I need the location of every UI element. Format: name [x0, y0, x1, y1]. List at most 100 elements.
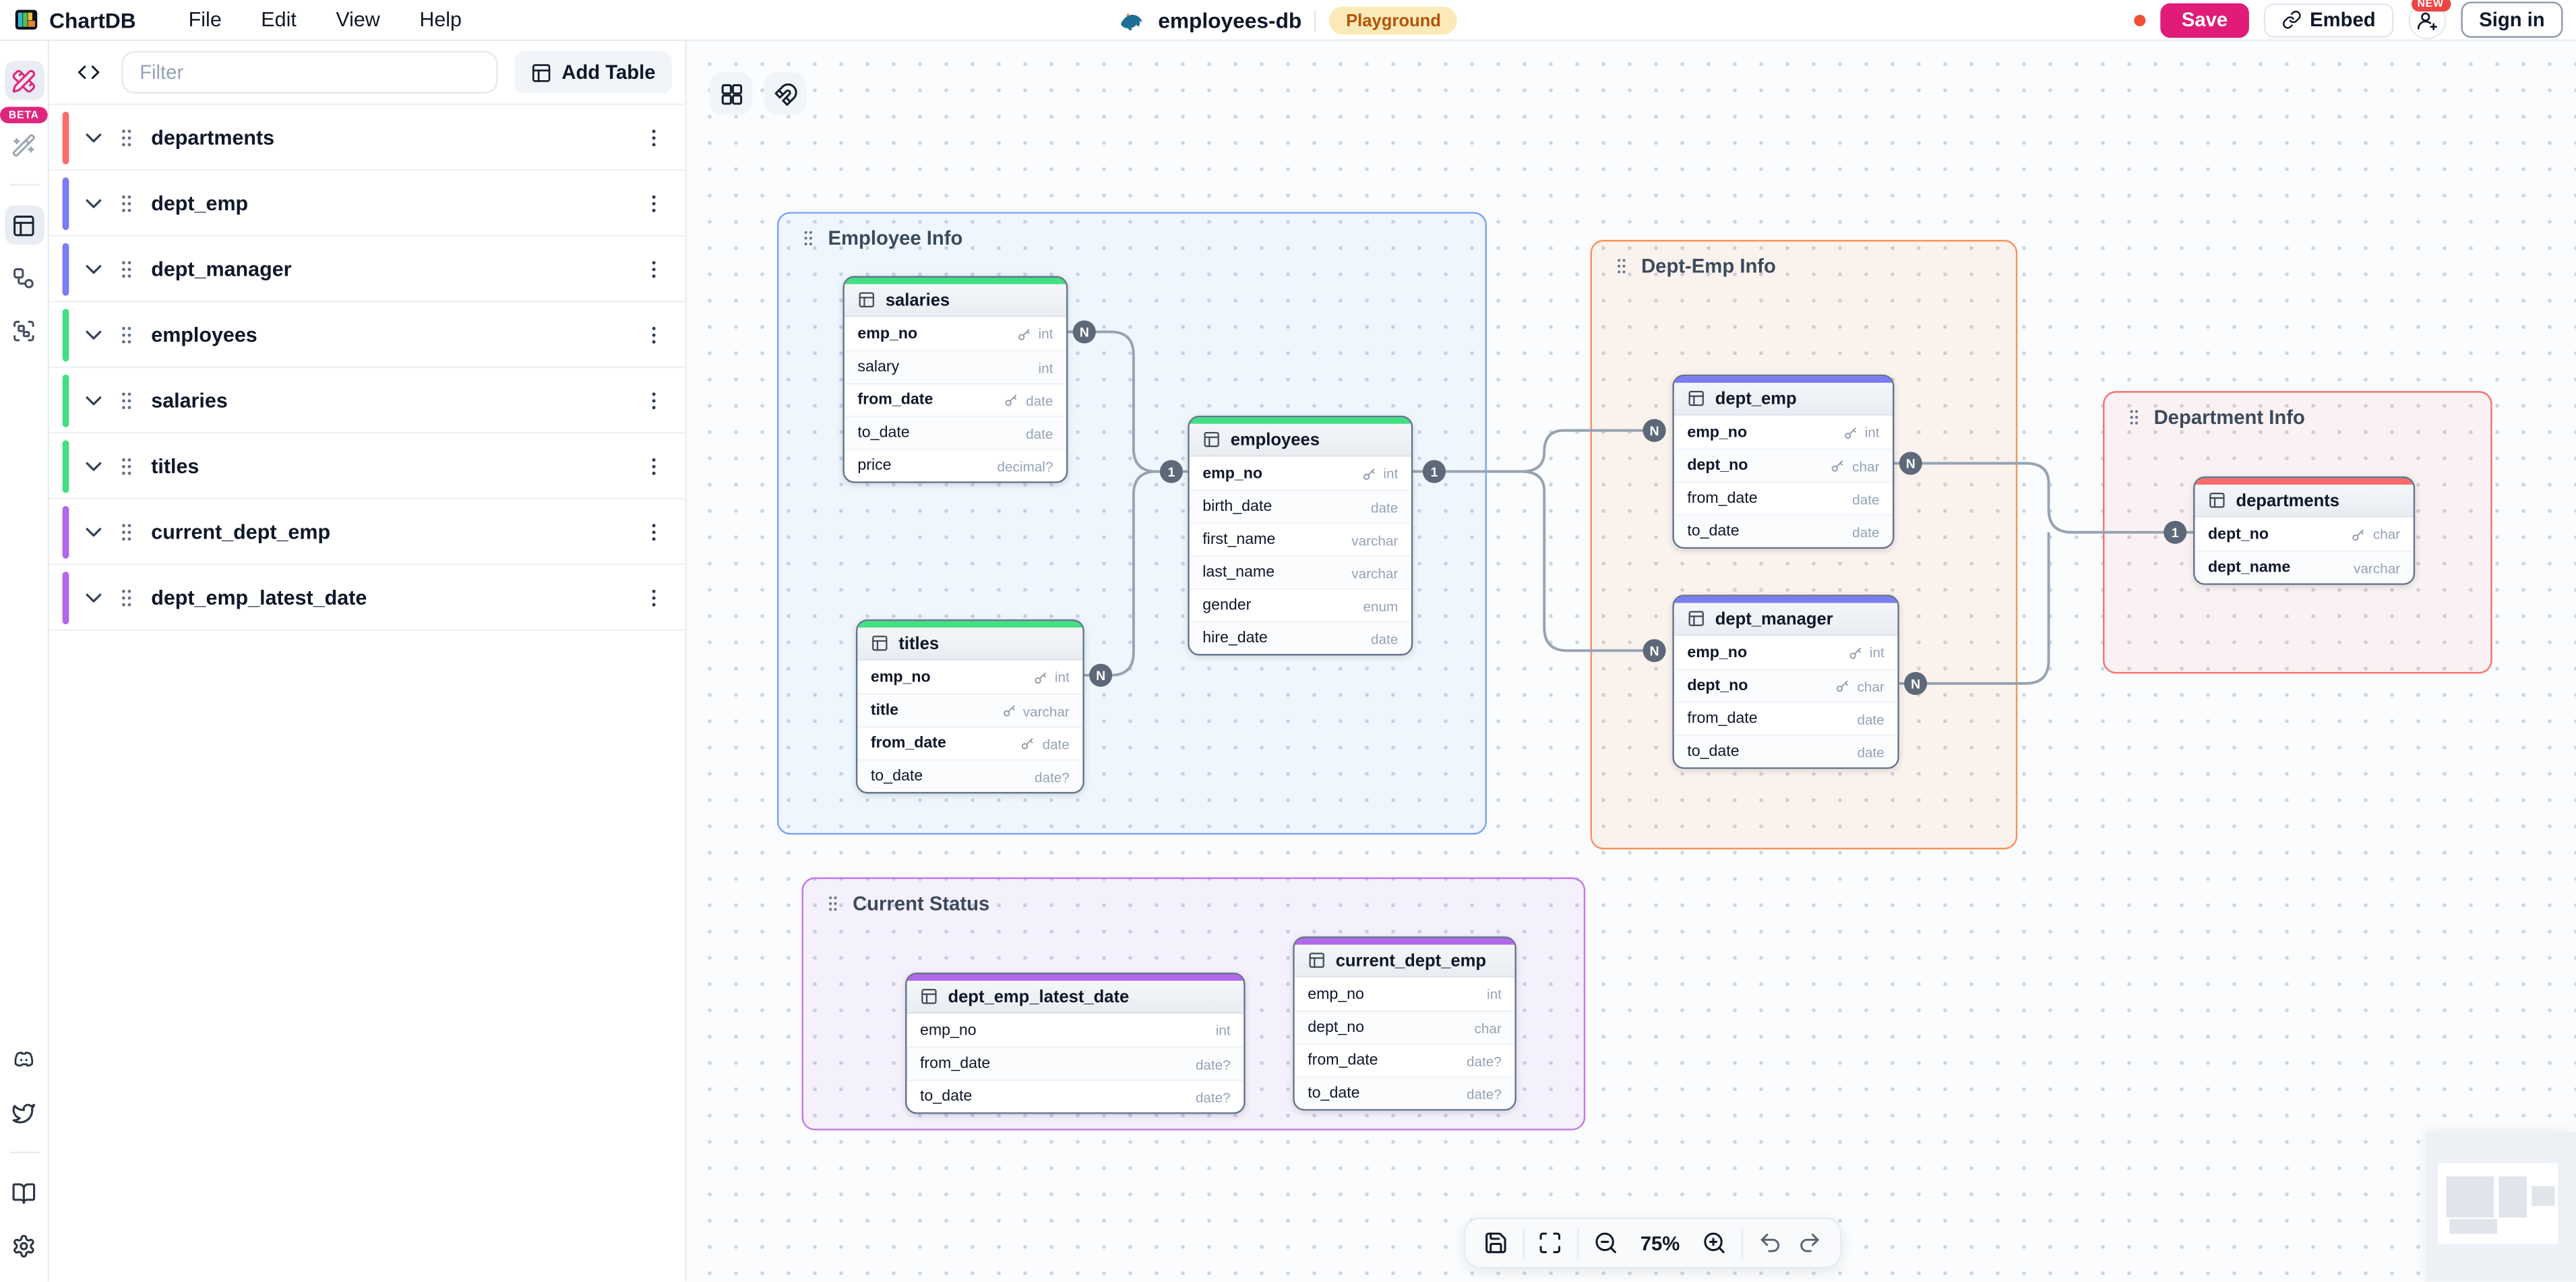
fit-view-button[interactable]: [1537, 1228, 1564, 1258]
field-row-emp-no[interactable]: emp_no int: [844, 317, 1066, 350]
snap-magnet-button[interactable]: [764, 72, 807, 115]
field-row-from-date[interactable]: from_date date?: [1294, 1043, 1515, 1076]
field-row-birth-date[interactable]: birth_date date: [1189, 489, 1411, 523]
table-header[interactable]: employees: [1189, 423, 1411, 457]
areas-panel-button[interactable]: [4, 311, 44, 350]
field-row-emp-no[interactable]: emp_no int: [907, 1013, 1244, 1047]
table-menu-button[interactable]: [642, 323, 665, 346]
canvas[interactable]: Employee Info Dept-Emp Info Department I…: [686, 40, 2576, 1282]
table-header[interactable]: dept_emp: [1674, 382, 1893, 416]
field-row-dept-no[interactable]: dept_no char: [1674, 669, 1898, 702]
sidebar-table-row-employees[interactable]: employees: [49, 302, 685, 368]
sidebar-table-row-titles[interactable]: titles: [49, 433, 685, 499]
chevron-down-icon[interactable]: [80, 322, 106, 348]
table-header[interactable]: dept_emp_latest_date: [907, 981, 1244, 1014]
chevron-down-icon[interactable]: [80, 584, 106, 611]
save-diagram-button[interactable]: [1482, 1228, 1509, 1258]
zoom-level-button[interactable]: 75%: [1632, 1231, 1688, 1254]
drag-handle-icon[interactable]: [115, 454, 138, 477]
zoom-in-button[interactable]: [1701, 1228, 1728, 1258]
table-menu-button[interactable]: [642, 257, 665, 280]
relationships-panel-button[interactable]: [4, 258, 44, 298]
diagram-editor-button[interactable]: [4, 61, 44, 100]
sidebar-table-row-dept-manager[interactable]: dept_manager: [49, 237, 685, 303]
table-menu-button[interactable]: [642, 520, 665, 543]
minimap[interactable]: [2426, 1132, 2576, 1282]
table-node-current-dept-emp[interactable]: current_dept_emp emp_no int dept_no char…: [1293, 936, 1516, 1111]
twitter-link-button[interactable]: [4, 1093, 44, 1132]
field-row-from-date[interactable]: from_date date: [844, 382, 1066, 416]
menu-file[interactable]: File: [172, 3, 238, 36]
field-row-to-date[interactable]: to_date date: [1674, 734, 1898, 768]
field-row-emp-no[interactable]: emp_no int: [1294, 977, 1515, 1011]
table-header[interactable]: departments: [2195, 485, 2414, 518]
table-node-dept-manager[interactable]: dept_manager emp_no int dept_no char fro…: [1672, 594, 1899, 769]
table-node-titles[interactable]: titles emp_no int title varchar from_dat…: [855, 619, 1084, 794]
table-header[interactable]: titles: [857, 628, 1083, 661]
field-row-dept-name[interactable]: dept_name varchar: [2195, 550, 2414, 584]
drag-handle-icon[interactable]: [2124, 408, 2144, 427]
invite-user-button[interactable]: NEW: [2408, 0, 2451, 39]
table-menu-button[interactable]: [642, 454, 665, 477]
field-row-salary[interactable]: salary int: [844, 350, 1066, 383]
add-table-button[interactable]: Add Table: [514, 51, 672, 94]
field-row-from-date[interactable]: from_date date: [857, 726, 1083, 760]
menu-view[interactable]: View: [319, 3, 396, 36]
diagram-title[interactable]: employees-db: [1158, 8, 1302, 33]
table-header[interactable]: salaries: [844, 284, 1066, 317]
drag-handle-icon[interactable]: [115, 125, 138, 148]
table-node-salaries[interactable]: salaries emp_no int salary int from_date…: [842, 276, 1068, 483]
drag-handle-icon[interactable]: [115, 586, 138, 609]
drag-handle-icon[interactable]: [115, 520, 138, 543]
drag-handle-icon[interactable]: [115, 323, 138, 346]
table-menu-button[interactable]: [642, 388, 665, 411]
table-menu-button[interactable]: [642, 191, 665, 214]
field-row-from-date[interactable]: from_date date?: [907, 1046, 1244, 1080]
sidebar-table-row-dept-emp-latest-date[interactable]: dept_emp_latest_date: [49, 565, 685, 631]
tables-panel-button[interactable]: [4, 205, 44, 245]
field-row-emp-no[interactable]: emp_no int: [857, 660, 1083, 694]
field-row-first-name[interactable]: first_name varchar: [1189, 522, 1411, 555]
zoom-out-button[interactable]: [1592, 1228, 1619, 1258]
field-row-dept-no[interactable]: dept_no char: [2195, 517, 2414, 551]
ai-wand-button[interactable]: [4, 125, 44, 164]
chevron-down-icon[interactable]: [80, 255, 106, 282]
drag-handle-icon[interactable]: [115, 191, 138, 214]
field-row-last-name[interactable]: last_name varchar: [1189, 555, 1411, 588]
embed-button[interactable]: Embed: [2263, 2, 2394, 37]
field-row-from-date[interactable]: from_date date: [1674, 481, 1893, 514]
table-node-employees[interactable]: employees emp_no int birth_date date fir…: [1188, 415, 1413, 656]
table-header[interactable]: dept_manager: [1674, 603, 1898, 636]
sidebar-table-row-dept-emp[interactable]: dept_emp: [49, 171, 685, 237]
field-row-gender[interactable]: gender enum: [1189, 588, 1411, 621]
field-row-hire-date[interactable]: hire_date date: [1189, 621, 1411, 654]
layout-grid-button[interactable]: [710, 72, 753, 115]
redo-button[interactable]: [1796, 1228, 1823, 1258]
table-node-dept-emp-latest-date[interactable]: dept_emp_latest_date emp_no int from_dat…: [905, 973, 1246, 1114]
sidebar-table-row-departments[interactable]: departments: [49, 105, 685, 171]
field-row-dept-no[interactable]: dept_no char: [1294, 1010, 1515, 1043]
sidebar-table-row-salaries[interactable]: salaries: [49, 368, 685, 434]
sidebar-table-row-current-dept-emp[interactable]: current_dept_emp: [49, 499, 685, 566]
undo-button[interactable]: [1756, 1228, 1783, 1258]
drag-handle-icon[interactable]: [1612, 256, 1631, 276]
view-code-button[interactable]: [72, 56, 105, 89]
table-node-departments[interactable]: departments dept_no char dept_name varch…: [2193, 476, 2416, 585]
docs-button[interactable]: [4, 1173, 44, 1213]
field-row-to-date[interactable]: to_date date?: [1294, 1076, 1515, 1109]
table-header[interactable]: current_dept_emp: [1294, 944, 1515, 978]
menu-help[interactable]: Help: [403, 3, 478, 36]
chevron-down-icon[interactable]: [80, 124, 106, 150]
settings-button[interactable]: [4, 1225, 44, 1265]
field-row-price[interactable]: price decimal?: [844, 448, 1066, 482]
chevron-down-icon[interactable]: [80, 387, 106, 413]
save-button[interactable]: Save: [2160, 2, 2249, 37]
field-row-to-date[interactable]: to_date date?: [857, 759, 1083, 792]
drag-handle-icon[interactable]: [823, 894, 842, 913]
field-row-to-date[interactable]: to_date date?: [907, 1079, 1244, 1113]
chevron-down-icon[interactable]: [80, 453, 106, 479]
field-row-from-date[interactable]: from_date date: [1674, 701, 1898, 735]
discord-link-button[interactable]: [4, 1040, 44, 1080]
filter-input[interactable]: [121, 51, 498, 94]
drag-handle-icon[interactable]: [115, 388, 138, 411]
